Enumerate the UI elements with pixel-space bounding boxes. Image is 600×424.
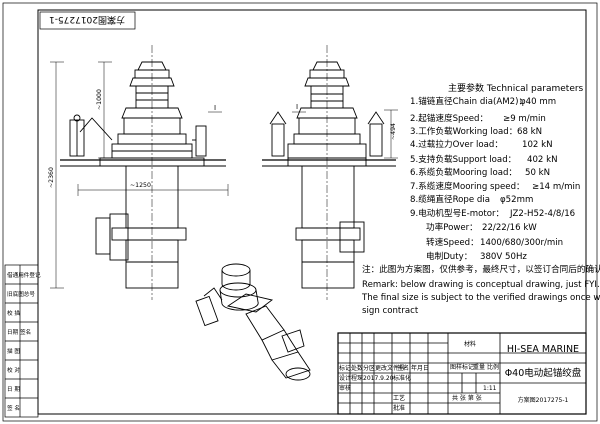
sign-row-design-extra: 标准化: [393, 374, 411, 382]
side-cell-6: 日 期: [7, 386, 20, 393]
side-cell-0: 借通用件登记: [7, 271, 41, 279]
param-label-7: 7.系缆速度Mooring speed：: [410, 180, 525, 192]
rev-header-count: 处数: [351, 364, 363, 372]
motor-power-value: 22/22/16 kW: [482, 223, 537, 233]
company-name: HI-SEA MARINE: [507, 344, 579, 355]
param-label-1: 1.锚链直径Chain dia(AM2)：: [410, 95, 527, 107]
title-block-text: 材料 HI-SEA MARINE Φ40电动起锚绞盘 方案图2017275-1 …: [339, 340, 582, 412]
params-heading: 主要参数 Technical parameters: [448, 82, 584, 94]
motor-duty-label: 电制Duty：: [426, 250, 472, 262]
sign-row-approve-extra: 批准: [393, 404, 405, 412]
param-label-4: 4.过载拉力Over load：: [410, 138, 503, 150]
drawing-title: Φ40电动起锚绞盘: [505, 367, 582, 379]
param-value-7: ≥14 m/min: [532, 182, 580, 192]
dimension-2360: ~2360: [48, 167, 55, 188]
side-cell-1: 旧底图总号: [7, 290, 35, 298]
dimension-1250: ~1250: [130, 182, 151, 189]
side-cell-5: 校 对: [7, 366, 20, 374]
param-value-2: ≥9 m/min: [503, 114, 546, 124]
param-label-6: 6.系缆负载Mooring load：: [410, 166, 517, 178]
param-label-2: 2.起锚速度Speed：: [410, 112, 488, 124]
scale-label: 比例: [487, 363, 499, 371]
param-value-4: 102 kN: [522, 140, 553, 150]
top-drawing-number-box: 方案图2017275-1: [39, 11, 136, 30]
drawing-frame: [37, 9, 587, 415]
param-label-3: 3.工作负载Working load：: [410, 125, 517, 137]
side-cell-3: 日期 签名: [7, 328, 31, 336]
section-mark-left: I: [214, 104, 216, 112]
drawing-number: 方案图2017275-1: [518, 396, 569, 404]
param-value-5: 402 kN: [527, 155, 558, 165]
param-value-1: φ40 mm: [520, 97, 556, 107]
motor-speed-label: 转速Speed：: [426, 236, 479, 248]
rev-header-mark: 标记: [339, 364, 351, 372]
remark-en-1: Remark: below drawing is conceptual draw…: [362, 280, 600, 290]
remark-en-2: The final size is subject to the verifie…: [361, 293, 600, 303]
motor-duty-value: 380V 50Hz: [480, 252, 527, 262]
material-label: 材料: [464, 340, 476, 348]
param-value-8: φ52mm: [500, 195, 533, 205]
sign-row-design-date: 2017.9.20: [363, 375, 394, 382]
param-value-9: JZ2-H52-4/8/16: [509, 209, 575, 219]
param-label-9: 9.电动机型号E-motor：: [410, 207, 504, 219]
side-registry-table: 借通用件登记 旧底图总号 校 描 日期 签名 描 图 校 对 日 期 签 名: [4, 264, 41, 418]
rev-header-docno: 更改文件号: [375, 364, 405, 372]
remark-en-3: sign contract: [362, 306, 419, 316]
side-cell-4: 描 图: [7, 347, 20, 355]
rev-header-zone: 分区: [363, 364, 375, 372]
dimension-494: ~494: [390, 123, 397, 140]
remark-cn: 注：此图为方案图，仅供参考，最终尺寸，以签订合同后的确认图为准: [362, 263, 600, 275]
technical-parameters: 主要参数 Technical parameters 1.锚链直径Chain di…: [410, 82, 584, 262]
remark-block: 注：此图为方案图，仅供参考，最终尺寸，以签订合同后的确认图为准 Remark: …: [361, 263, 600, 316]
dimension-1000: ~1000: [96, 89, 103, 110]
sign-row-review-label: 审核: [339, 384, 351, 392]
side-view-windlass: [262, 45, 398, 300]
section-mark-right: I: [296, 103, 298, 111]
param-value-6: 50 kN: [525, 168, 550, 178]
sign-row-design-label: 设计: [339, 374, 351, 382]
rev-header-date: 年月日: [411, 364, 429, 372]
sign-row-review-extra: 工艺: [393, 394, 405, 402]
scale-value: 1:11: [483, 385, 497, 392]
side-cell-7: 签 名: [7, 404, 20, 412]
sign-row-design-name: 程琛: [351, 374, 363, 382]
rev-header-sign: 签名: [397, 364, 409, 372]
top-drawing-number: 方案图2017275-1: [49, 14, 125, 26]
weight-label: 重量: [473, 363, 485, 371]
title-block: [337, 332, 587, 415]
motor-power-label: 功率Power：: [426, 221, 478, 233]
stage-label: 图样标记: [450, 363, 474, 371]
sheet-label: 共 张 第 张: [452, 394, 482, 402]
isometric-view-windlass: [195, 263, 311, 381]
motor-speed-value: 1400/680/300r/min: [480, 238, 563, 248]
side-cell-2: 校 描: [7, 309, 20, 317]
front-view-windlass: [50, 45, 229, 300]
param-label-5: 5.支持负载Support load：: [410, 153, 516, 165]
param-label-8: 8.缆绳直径Rope dia: [410, 193, 490, 205]
param-value-3: 68 kN: [517, 127, 542, 137]
